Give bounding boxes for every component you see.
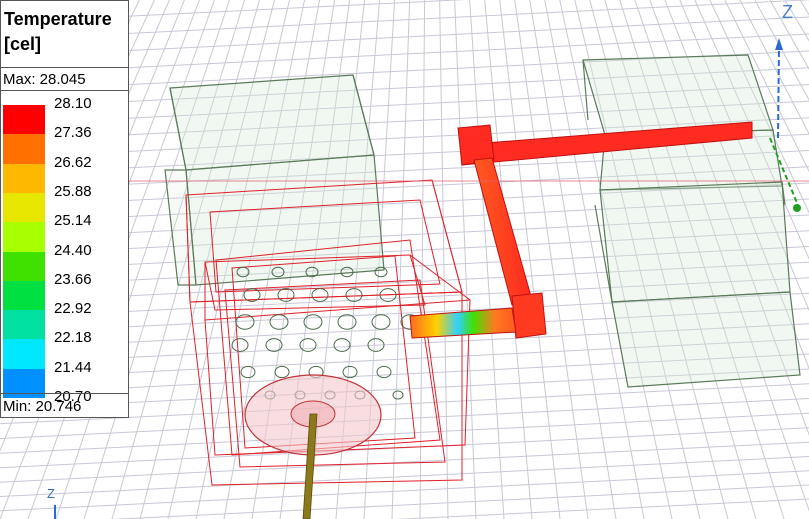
legend-title: Temperature [cel] (4, 7, 112, 57)
legend-swatch (3, 310, 45, 340)
axis-triad (0, 38, 809, 519)
legend-tick-label: 24.40 (54, 241, 92, 259)
legend-tick-label: 20.70 (54, 388, 92, 405)
z-axis-label: Z (782, 2, 793, 22)
enclosure-box-right-lower (594, 181, 801, 388)
legend-swatch (3, 105, 45, 135)
legend-tick-label: 25.88 (54, 182, 92, 200)
legend-tick-label: 28.10 (54, 95, 92, 112)
legend-title-line2: [cel] (4, 34, 42, 54)
legend-tick-label: 22.92 (54, 300, 92, 318)
legend-tick-label: 26.62 (54, 153, 92, 171)
legend-swatch (3, 339, 45, 369)
legend-min-value: Min: 20.746 (1, 393, 128, 418)
legend-title-line1: Temperature (4, 9, 112, 29)
legend-tick-label: 25.14 (54, 212, 92, 230)
legend-swatch (3, 163, 45, 194)
legend-swatch (3, 134, 45, 164)
heat-pipe (409, 121, 753, 339)
legend-tick-label: 22.18 (54, 329, 92, 347)
legend-tick-label: 27.36 (54, 124, 92, 142)
legend-tick-label: 21.44 (54, 358, 92, 376)
legend-swatch (3, 222, 45, 252)
legend-swatch (3, 192, 45, 223)
legend-tick-label: 23.66 (54, 270, 92, 288)
feed-rod (302, 413, 318, 519)
legend-max-value: Max: 28.045 (1, 67, 128, 91)
legend-swatch (3, 251, 45, 281)
red-wireframe-assembly (185, 179, 471, 486)
temperature-legend: Temperature [cel] Max: 28.045 28.10 27.36… (0, 0, 129, 418)
legend-swatch (3, 280, 45, 311)
mini-z-axis-label: Z (47, 486, 55, 501)
enclosure-box-left (164, 74, 385, 286)
